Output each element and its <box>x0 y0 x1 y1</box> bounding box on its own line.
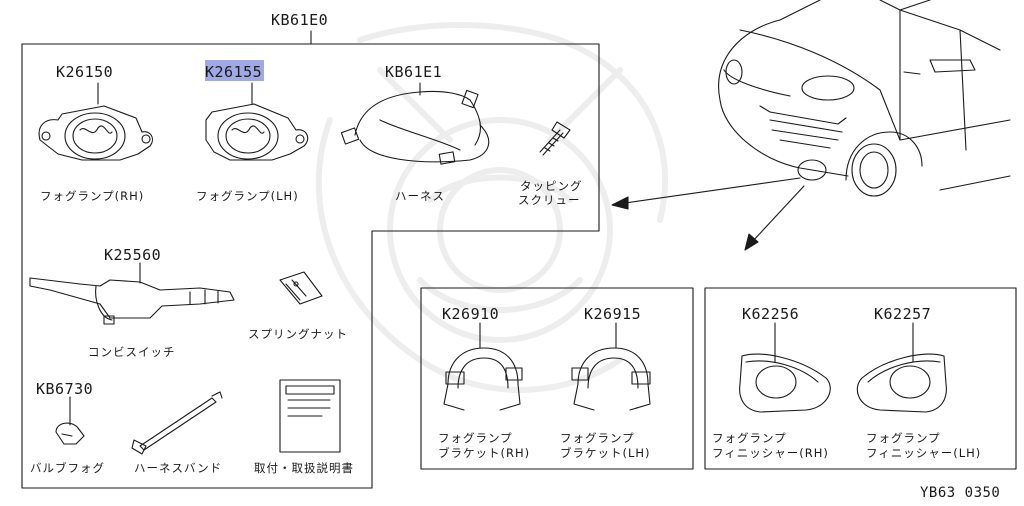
part-name: ハーネスバンド <box>134 461 223 475</box>
tapping-screw-drawing <box>539 121 571 156</box>
fog-finisher-lh-drawing <box>856 322 947 413</box>
spring-nut-drawing <box>279 271 323 305</box>
harness-drawing <box>340 82 490 165</box>
assembly-code-label: KB61E0 <box>271 11 329 29</box>
watermark-emblem <box>315 22 669 393</box>
part-name-line2: フィニッシャー(LH) <box>866 446 982 460</box>
part-name-line2: ブラケット(LH) <box>560 446 651 460</box>
harness-band-drawing <box>131 391 223 455</box>
part-name: コンビスイッチ <box>88 345 176 359</box>
part-code[interactable]: K26155 <box>205 63 263 81</box>
part-name-line1: フォグランプ <box>438 431 513 445</box>
part-code[interactable]: K26910 <box>442 305 500 323</box>
part-code[interactable]: KB61E1 <box>385 63 443 81</box>
car-front-drawing <box>718 0 1011 197</box>
bulb-drawing <box>55 396 85 445</box>
part-name-line1: フォグランプ <box>712 431 787 445</box>
fog-bracket-rh-drawing <box>443 322 523 411</box>
part-name: バルブフォグ <box>30 461 105 475</box>
part-name-line2: ブラケット(RH) <box>438 446 531 460</box>
part-code[interactable]: K26150 <box>56 63 114 81</box>
pointer-arrows <box>611 177 805 251</box>
fog-lamp-lh-drawing <box>205 82 309 161</box>
combination-switch-drawing <box>29 262 235 325</box>
fog-finisher-rh-drawing <box>739 322 831 413</box>
part-name: ハーネス <box>395 189 445 203</box>
diagram-reference: YB63 0350 <box>920 485 1001 501</box>
part-code[interactable]: K25560 <box>104 246 162 264</box>
part-code[interactable]: KB6730 <box>36 380 94 398</box>
part-name: フォグランプ(LH) <box>196 189 299 203</box>
part-name-line2: スクリュー <box>518 193 581 207</box>
finisher-box <box>704 287 1017 470</box>
fog-lamp-rh-drawing <box>38 82 153 161</box>
part-name-line2: フィニッシャー(RH) <box>712 446 829 460</box>
bracket-box <box>420 287 694 470</box>
part-code[interactable]: K62257 <box>874 305 932 323</box>
kit-border <box>21 43 600 489</box>
part-name: フォグランプ(RH) <box>40 189 145 203</box>
fog-bracket-lh-drawing <box>571 322 651 411</box>
part-name-line1: タッピング <box>520 179 583 193</box>
part-name-line1: フォグランプ <box>866 431 941 445</box>
part-code[interactable]: K26915 <box>584 305 642 323</box>
part-name-line1: フォグランプ <box>560 431 635 445</box>
part-code[interactable]: K62256 <box>742 305 800 323</box>
part-name: スプリングナット <box>248 327 348 341</box>
selected-part-highlight <box>205 60 264 81</box>
manual-drawing <box>279 379 341 453</box>
part-name: 取付・取扱説明書 <box>254 461 354 475</box>
